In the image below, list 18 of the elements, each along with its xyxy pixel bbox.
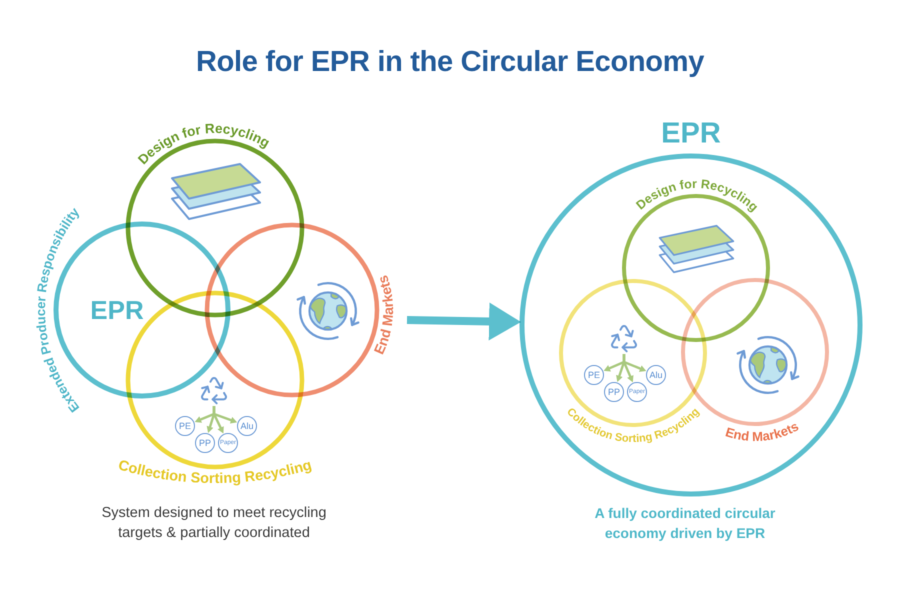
recycle-icon bbox=[198, 374, 230, 406]
circle-label: End Markets bbox=[724, 418, 801, 444]
recycle-icon bbox=[608, 322, 640, 354]
material-badge: PE bbox=[175, 416, 195, 436]
material-badge: PE bbox=[584, 365, 604, 385]
circle-title: EPR bbox=[90, 297, 144, 323]
circle-label: Collection Sorting Recycling bbox=[116, 457, 314, 487]
material-badge: PP bbox=[195, 433, 215, 453]
title: Role for EPR in the Circular Economy bbox=[196, 48, 704, 77]
arrow bbox=[622, 354, 646, 372]
material-badge: Alu bbox=[646, 365, 666, 385]
arrow bbox=[406, 302, 522, 340]
material-badge: PP bbox=[604, 382, 624, 402]
caption: System designed to meet recycling targets & partially coordinated bbox=[100, 504, 328, 543]
material-badge: Alu bbox=[237, 416, 257, 436]
circle-title: EPR bbox=[661, 120, 721, 148]
arrow bbox=[212, 406, 238, 424]
caption: A fully coordinated circular economy driven by EPR bbox=[594, 504, 776, 543]
